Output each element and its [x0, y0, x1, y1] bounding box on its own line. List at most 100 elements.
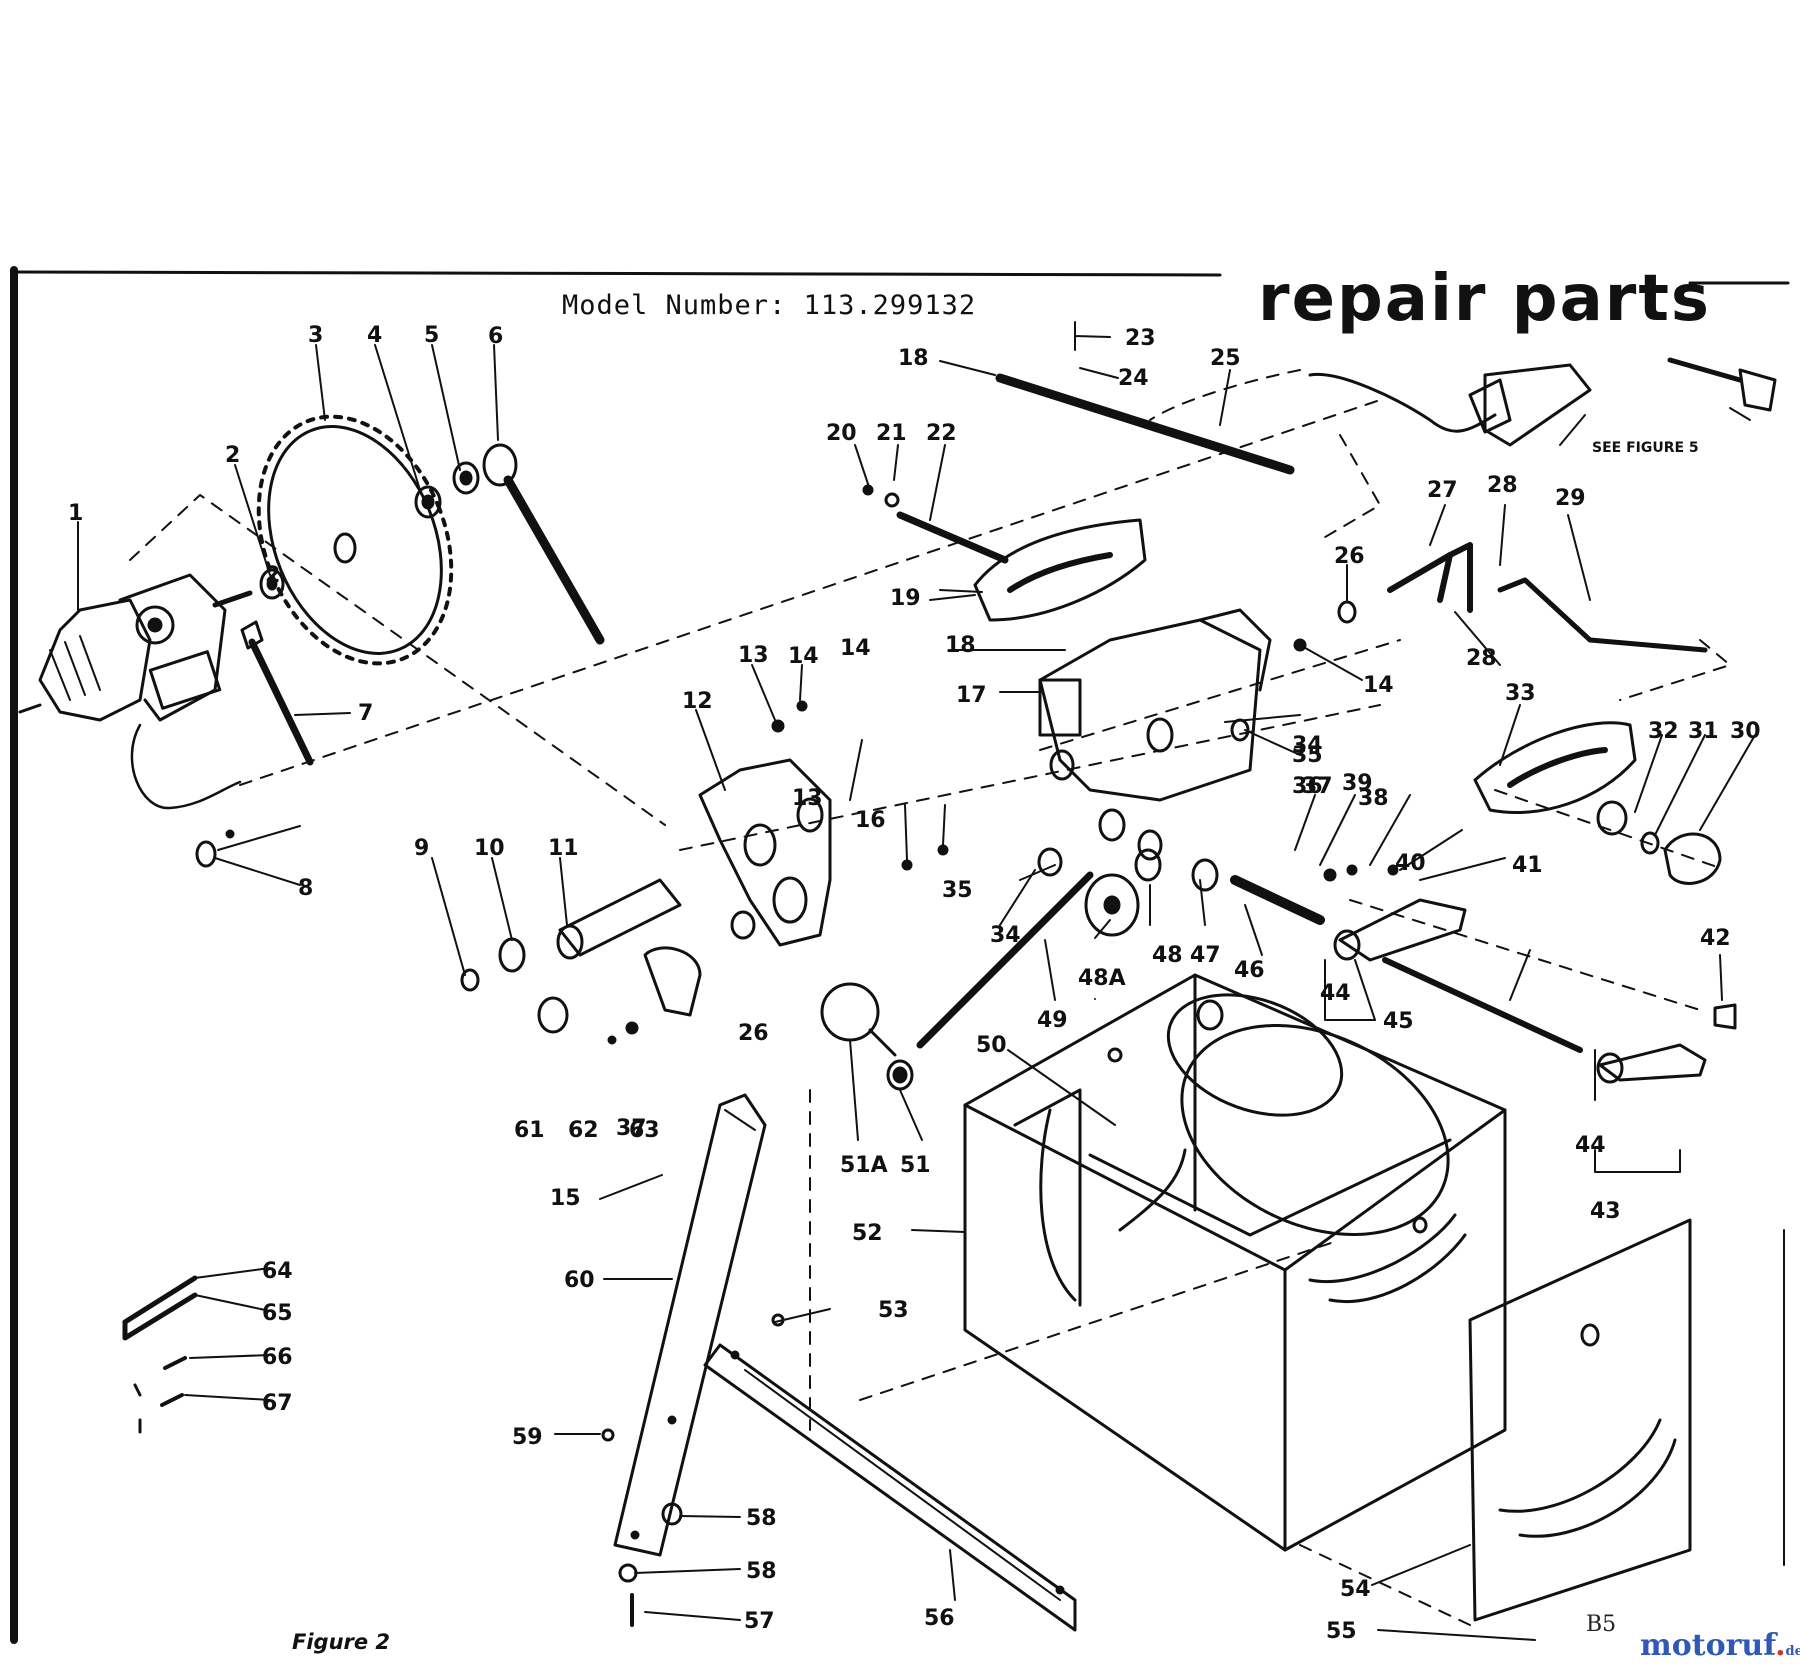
small-hardware: [771, 600, 1399, 937]
rear-trunnion: [1473, 721, 1637, 815]
part-callout-48a: 48A: [1078, 966, 1126, 991]
part-callout-14: 14: [1363, 673, 1394, 698]
part-callout-13: 13: [738, 643, 769, 668]
part-callout-2: 2: [225, 443, 240, 468]
watermark-dot: .: [1775, 1628, 1786, 1663]
part-callout-58: 58: [746, 1559, 777, 1584]
model-number-label: Model Number: 113.299132: [562, 290, 977, 321]
part-callout-41: 41: [1512, 853, 1543, 878]
part-callout-6: 6: [488, 324, 503, 349]
leg-hardware: [601, 1313, 785, 1627]
part-callout-53: 53: [878, 1298, 909, 1323]
part-callout-54: 54: [1340, 1577, 1371, 1602]
part-callout-38: 38: [1358, 786, 1389, 811]
part-callout-33: 33: [1505, 681, 1536, 706]
part-callout-63: 63: [629, 1118, 660, 1143]
watermark-logo: motoruf.de: [1640, 1628, 1800, 1663]
part-callout-14: 14: [840, 636, 871, 661]
leader-lines: [77, 321, 1756, 1641]
part-callout-8: 8: [298, 876, 313, 901]
part-callout-37: 37: [616, 1116, 647, 1141]
part-callout-34: 34: [990, 923, 1021, 948]
part-callout-42: 42: [1700, 926, 1731, 951]
part-callout-2: 2: [265, 563, 280, 588]
part-callout-37: 37: [1302, 774, 1333, 799]
part-callout-10: 10: [474, 836, 505, 861]
part-callout-14: 14: [788, 644, 819, 669]
part-callout-34: 34: [1292, 733, 1323, 758]
elevation-washer: [820, 982, 914, 1091]
part-callout-44: 44: [1575, 1133, 1606, 1158]
part-callout-15: 15: [550, 1186, 581, 1211]
part-callout-36: 36: [1292, 774, 1323, 799]
part-callout-16: 16: [855, 808, 886, 833]
part-callout-4: 4: [367, 323, 382, 348]
part-callout-19: 19: [890, 586, 921, 611]
part-callout-17: 17: [956, 683, 987, 708]
lock-rod-and-cord: [995, 357, 1777, 475]
part-callout-3: 3: [308, 323, 323, 348]
part-callout-67: 67: [262, 1391, 293, 1416]
part-callout-27: 27: [1427, 478, 1458, 503]
part-callout-43: 43: [1590, 1199, 1621, 1224]
part-callout-28: 28: [1466, 646, 1497, 671]
tilt-handles-and-knobs: [1387, 542, 1722, 885]
part-callout-1: 1: [68, 501, 83, 526]
part-callout-52: 52: [852, 1221, 883, 1246]
part-callout-29: 29: [1555, 486, 1586, 511]
part-callout-57: 57: [744, 1609, 775, 1634]
part-callout-48: 48: [1152, 943, 1183, 968]
motor-cradle: [698, 758, 832, 947]
motor-assembly: [18, 573, 253, 810]
trunnion-bracket: [1038, 608, 1272, 861]
part-callout-65: 65: [262, 1301, 293, 1326]
figure-label: Figure 2: [292, 1630, 391, 1654]
part-callout-13: 13: [792, 786, 823, 811]
part-callout-18: 18: [898, 346, 929, 371]
part-callout-22: 22: [926, 421, 957, 446]
part-callout-35: 35: [1292, 743, 1323, 768]
arbor-shaft-parts: [460, 878, 756, 1045]
part-callout-61: 61: [514, 1118, 545, 1143]
part-callout-30: 30: [1730, 719, 1761, 744]
part-callout-35: 35: [942, 878, 973, 903]
assembly-dash-lines: [129, 369, 1731, 1626]
watermark-tld: de: [1785, 1644, 1800, 1659]
part-callout-66: 66: [262, 1345, 293, 1370]
arbor-hardware: [195, 443, 605, 868]
part-callout-44: 44: [1320, 981, 1351, 1006]
part-callout-25: 25: [1210, 346, 1241, 371]
part-callout-5: 5: [424, 323, 439, 348]
sheet-code: B5: [1586, 1612, 1617, 1637]
watermark-main: motoruf: [1640, 1628, 1776, 1663]
part-callout-21: 21: [876, 421, 907, 446]
miscellaneous-parts: [122, 1275, 198, 1434]
part-callout-28: 28: [1487, 473, 1518, 498]
part-callout-58: 58: [746, 1506, 777, 1531]
saw-blade: [256, 414, 454, 666]
page-frame: [10, 266, 1790, 1644]
part-callout-24: 24: [1118, 366, 1149, 391]
part-callout-39: 39: [1342, 771, 1373, 796]
part-callout-64: 64: [262, 1259, 293, 1284]
part-callout-40: 40: [1395, 851, 1426, 876]
see-figure-note: SEE FIGURE 5: [1592, 440, 1699, 456]
saw-cabinet: [963, 973, 1507, 1552]
part-callout-50: 50: [976, 1033, 1007, 1058]
part-callout-59: 59: [512, 1425, 543, 1450]
part-callout-23: 23: [1125, 326, 1156, 351]
front-trunnion: [862, 484, 1147, 622]
part-callout-45: 45: [1383, 1009, 1414, 1034]
part-callout-20: 20: [826, 421, 857, 446]
part-callout-47: 47: [1190, 943, 1221, 968]
part-callout-32: 32: [1648, 719, 1679, 744]
part-callout-31: 31: [1688, 719, 1719, 744]
part-callout-9: 9: [414, 836, 429, 861]
part-callout-62: 62: [568, 1118, 599, 1143]
part-callout-55: 55: [1326, 1619, 1357, 1644]
leg-and-rail: [613, 1093, 1077, 1632]
part-callout-46: 46: [1234, 958, 1265, 983]
